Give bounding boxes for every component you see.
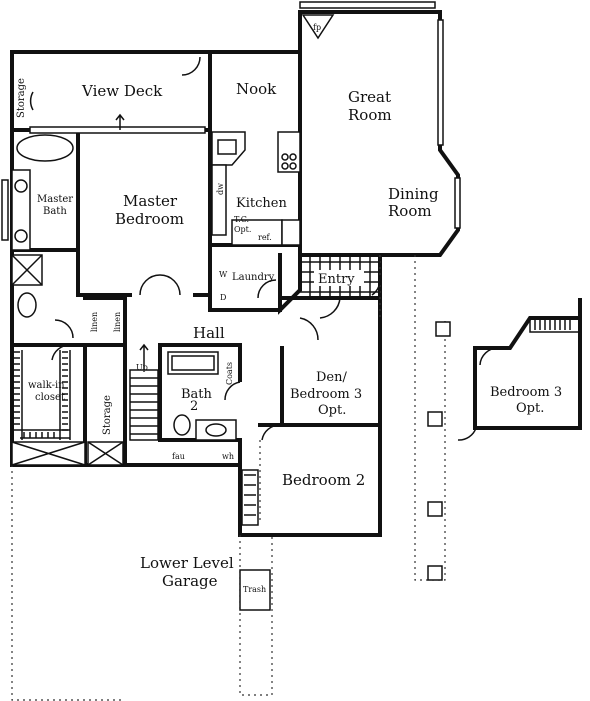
label-dining-room-2: Room: [388, 202, 432, 220]
label-walkin-closet-2: closet: [35, 392, 65, 403]
label-master-bedroom-2: Bedroom: [115, 210, 184, 228]
label-bath2-2: 2: [190, 399, 198, 414]
label-den-3: Opt.: [318, 403, 346, 418]
label-dining-room-1: Dining: [388, 185, 439, 203]
label-laundry: Laundry: [232, 272, 275, 283]
master-bath-fixtures: [11, 134, 74, 318]
windows: [1, 1, 461, 241]
label-trash: Trash: [243, 585, 266, 594]
label-coats: Coats: [225, 362, 234, 385]
label-storage-top: Storage: [16, 78, 27, 118]
dotted-outlines: [11, 255, 446, 701]
label-tc-opt-2: Opt.: [234, 225, 251, 234]
label-walkin-closet-1: walk-in: [28, 380, 65, 391]
label-fau: fau: [172, 452, 185, 461]
label-master-bedroom-1: Master: [123, 192, 178, 210]
kitchen-fixtures: [211, 131, 301, 246]
bedroom3-annex: [473, 298, 582, 430]
label-bath2-1: Bath: [181, 387, 213, 402]
bath2-fixtures: [167, 351, 237, 441]
label-garage-1: Lower Level: [140, 554, 234, 572]
crossed-boxes: [11, 441, 124, 466]
label-washer: W: [219, 270, 228, 279]
label-dw: dw: [216, 183, 225, 195]
label-bedroom2: Bedroom 2: [282, 471, 365, 489]
label-nook: Nook: [236, 80, 277, 98]
label-bedroom3-opt-2: Opt.: [516, 401, 544, 416]
label-den-1: Den/: [316, 370, 347, 385]
label-linen-2: linen: [113, 312, 122, 332]
label-great-room-1: Great: [348, 88, 391, 106]
doors: [29, 56, 499, 441]
label-fp: fp: [313, 23, 321, 32]
label-master-bath-1: Master: [37, 194, 73, 205]
pillars: [427, 321, 451, 581]
label-tc-opt-1: T.C.: [234, 215, 249, 224]
entry-tiles: [300, 255, 380, 298]
fixture-labels: fp dw T.C. Opt. ref. W D linen linen Coa…: [90, 23, 321, 594]
label-garage-2: Garage: [162, 572, 218, 590]
label-storage-left: Storage: [102, 395, 113, 435]
label-dryer: D: [220, 293, 226, 302]
label-view-deck: View Deck: [81, 82, 163, 100]
label-ref: ref.: [258, 233, 272, 242]
label-bedroom3-opt-1: Bedroom 3: [490, 385, 562, 400]
closet-rods: [11, 350, 71, 440]
stairs: [129, 343, 159, 441]
label-entry: Entry: [318, 272, 355, 287]
label-master-bath-2: Bath: [43, 206, 67, 217]
garage-misc: [239, 469, 271, 611]
label-up: Up: [136, 363, 148, 372]
label-linen-1: linen: [90, 312, 99, 332]
label-den-2: Bedroom 3: [290, 387, 362, 402]
label-wh: wh: [222, 452, 234, 461]
fireplace: [301, 14, 335, 40]
label-hall: Hall: [193, 324, 225, 342]
label-great-room-2: Room: [348, 106, 392, 124]
label-kitchen: Kitchen: [236, 196, 287, 211]
room-labels: View Deck Nook Great Room Dining Room Ki…: [16, 78, 562, 590]
